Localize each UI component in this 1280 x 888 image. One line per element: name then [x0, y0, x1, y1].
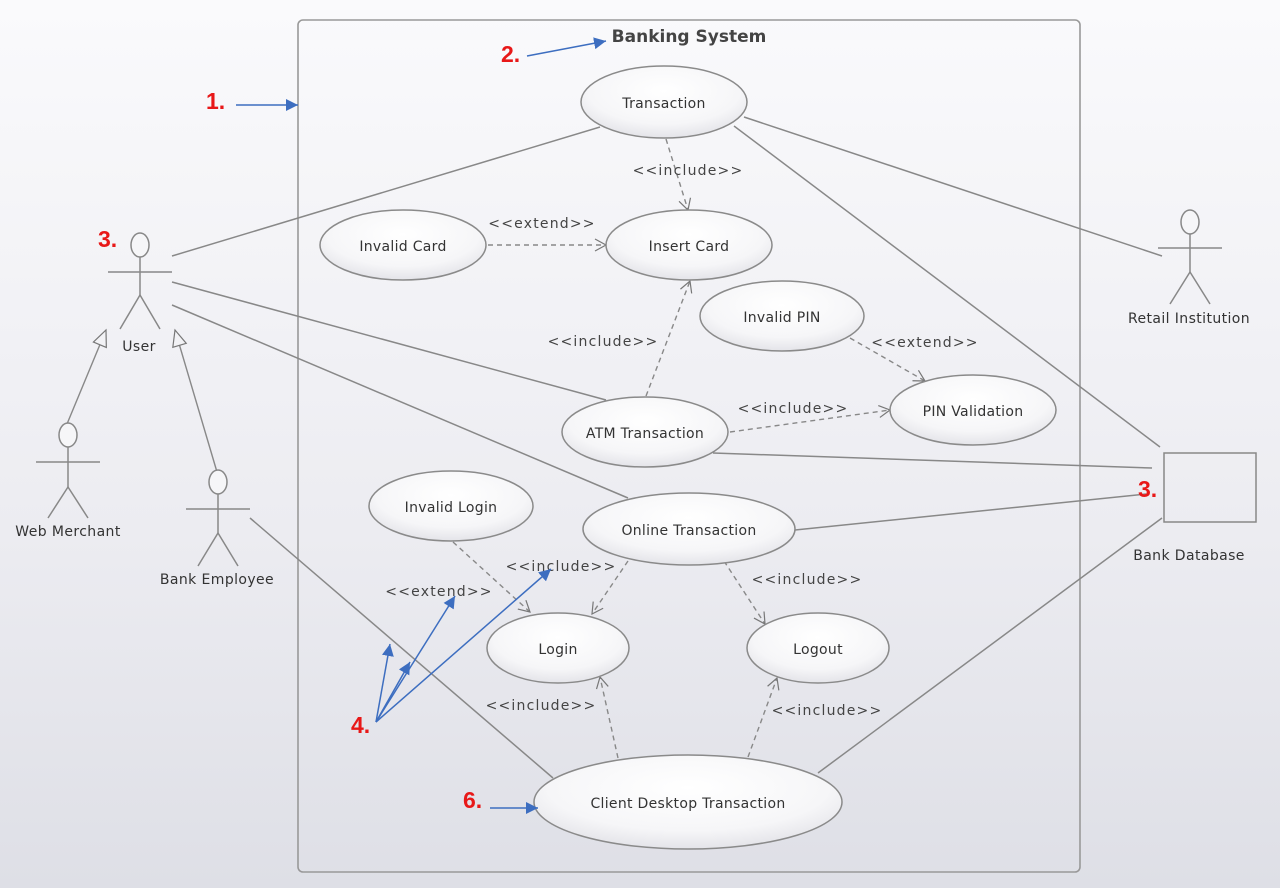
use-case-label: PIN Validation	[923, 404, 1024, 420]
association-database-online	[794, 493, 1147, 531]
actor-label: Retail Institution	[1128, 311, 1250, 327]
association-user-atm-transaction	[171, 281, 607, 401]
stereotype-label: <<include>>	[752, 572, 863, 588]
stereotype-label: <<extend>>	[385, 584, 492, 600]
use-case-client-desktop-transaction[interactable]: Client Desktop Transaction	[533, 754, 843, 850]
actor-label: Bank Employee	[160, 572, 274, 588]
actor-retail-institution[interactable]: Retail Institution	[1128, 209, 1250, 327]
use-case-label: Online Transaction	[621, 523, 756, 539]
association-retail-transaction	[743, 116, 1163, 257]
association-database-atm	[712, 452, 1153, 469]
generalization-web-merchant-user	[66, 328, 107, 425]
stick-figure-icon	[58, 422, 78, 448]
stereotype-labels: <<include>> <<extend>> <<include>> <<ext…	[385, 163, 978, 719]
use-case-login[interactable]: Login	[486, 612, 630, 684]
annotation-label: 3.	[98, 226, 117, 252]
use-case-label: ATM Transaction	[586, 426, 704, 442]
actors: User Web Merchant Bank Employee Retail I…	[15, 209, 1257, 588]
stereotype-label: <<include>>	[633, 163, 744, 179]
dependencies	[452, 138, 927, 759]
use-case-logout[interactable]: Logout	[746, 612, 890, 684]
use-case-label: Invalid Login	[405, 500, 498, 516]
actor-bank-employee[interactable]: Bank Employee	[160, 469, 274, 588]
association-user-online-transaction	[171, 304, 629, 499]
annotations: 1. 2. 3. 3. 4. 6.	[98, 41, 1157, 813]
include-transaction-insert-card	[665, 138, 692, 212]
stick-figure-icon	[208, 469, 228, 495]
use-case-insert-card[interactable]: Insert Card	[605, 209, 773, 281]
annotation-arrow-4c	[375, 595, 456, 723]
actor-user[interactable]: User	[108, 232, 172, 355]
annotation-arrow-4d	[375, 568, 552, 723]
stereotype-label: <<include>>	[738, 401, 849, 417]
generalization-bank-employee-user	[172, 328, 218, 473]
use-case-online-transaction[interactable]: Online Transaction	[582, 492, 796, 566]
include-client-desktop-login	[595, 675, 619, 759]
annotation-label: 2.	[501, 41, 520, 67]
annotation-label: 3.	[1138, 476, 1157, 502]
stick-figure-icon	[130, 232, 150, 258]
use-case-atm-transaction[interactable]: ATM Transaction	[561, 396, 729, 468]
use-case-invalid-login[interactable]: Invalid Login	[368, 470, 534, 542]
use-case-label: Client Desktop Transaction	[590, 796, 785, 812]
annotation-label: 4.	[351, 712, 370, 738]
use-case-label: Login	[538, 642, 577, 658]
association-database-transaction	[733, 125, 1161, 448]
annotation-arrow-4a	[375, 643, 394, 723]
associations	[171, 116, 1163, 779]
use-case-label: Logout	[793, 642, 843, 658]
include-online-login	[591, 560, 629, 616]
use-case-invalid-pin[interactable]: Invalid PIN	[699, 280, 865, 352]
include-online-logout	[723, 560, 766, 626]
include-atm-insert-card	[645, 279, 693, 397]
generalizations	[66, 328, 218, 473]
system-title: Banking System	[612, 27, 767, 47]
stereotype-label: <<extend>>	[488, 216, 595, 232]
use-case-label: Invalid Card	[359, 239, 446, 255]
use-case-invalid-card[interactable]: Invalid Card	[319, 209, 487, 281]
use-case-pin-validation[interactable]: PIN Validation	[889, 374, 1057, 446]
annotation-label: 6.	[463, 787, 482, 813]
stereotype-label: <<include>>	[548, 334, 659, 350]
stereotype-label: <<extend>>	[871, 335, 978, 351]
database-box-icon	[1163, 452, 1257, 523]
use-case-label: Insert Card	[649, 239, 730, 255]
association-user-transaction	[171, 126, 601, 257]
stick-figure-icon	[1180, 209, 1200, 235]
extend-invalid-login-login	[452, 541, 531, 613]
stereotype-label: <<include>>	[506, 559, 617, 575]
stereotype-label: <<include>>	[772, 703, 883, 719]
extend-invalid-pin-pin-validation	[849, 337, 927, 382]
actor-label: User	[122, 339, 156, 355]
actor-web-merchant[interactable]: Web Merchant	[15, 422, 121, 540]
annotation-label: 1.	[206, 88, 225, 114]
use-case-label: Invalid PIN	[743, 310, 820, 326]
use-cases: Transaction Insert Card Invalid Card Inv…	[319, 65, 1057, 850]
actor-label: Bank Database	[1133, 548, 1245, 564]
annotation-arrows	[236, 37, 607, 814]
actor-label: Web Merchant	[15, 524, 121, 540]
association-bank-employee-client-desktop	[249, 517, 554, 779]
association-database-client-desktop	[817, 517, 1163, 774]
actor-bank-database[interactable]: Bank Database	[1133, 452, 1257, 564]
use-case-label: Transaction	[621, 96, 705, 112]
use-case-transaction[interactable]: Transaction	[580, 65, 748, 139]
system-boundary	[297, 19, 1081, 873]
annotation-arrow-2	[526, 37, 607, 57]
stereotype-label: <<include>>	[486, 698, 597, 714]
